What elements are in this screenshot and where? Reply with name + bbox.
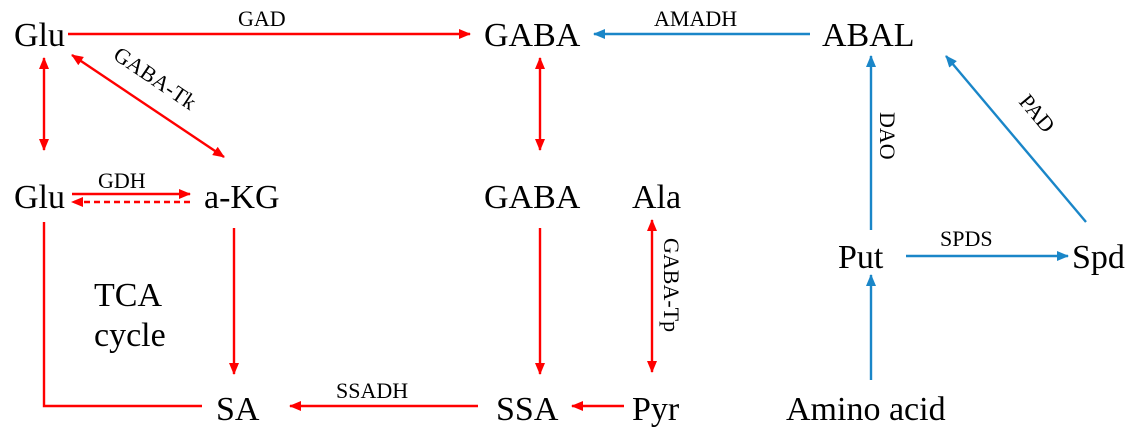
enzyme-spds: SPDS xyxy=(940,226,993,251)
line-glu-to-sa xyxy=(42,222,202,408)
enzyme-gaba-tp: GABA-Tp xyxy=(659,238,684,332)
node-pyr: Pyr xyxy=(632,391,680,428)
enzyme-amadh: AMADH xyxy=(654,6,737,31)
enzyme-gad: GAD xyxy=(238,6,286,31)
enzyme-dao: DAO xyxy=(875,112,900,160)
node-amino-acid: Amino acid xyxy=(786,391,946,428)
enzyme-gdh: GDH xyxy=(98,168,146,193)
enzyme-pad: PAD xyxy=(1014,89,1060,137)
enzyme-ssadh: SSADH xyxy=(336,378,408,403)
enzyme-gaba-tk: GABA-Tk xyxy=(109,41,201,114)
node-tca-line1: TCA xyxy=(94,277,162,314)
arrow-glu-gaba-tk-akg xyxy=(71,54,225,158)
node-ala: Ala xyxy=(632,179,681,216)
node-akg: a-KG xyxy=(204,179,280,216)
node-gaba-mid: GABA xyxy=(484,179,581,216)
node-tca-line2: cycle xyxy=(94,317,166,354)
node-abal: ABAL xyxy=(822,17,915,54)
node-gaba-top: GABA xyxy=(484,17,581,54)
node-glu-mid: Glu xyxy=(14,179,65,216)
node-put: Put xyxy=(838,239,884,276)
node-sa: SA xyxy=(216,391,260,428)
node-glu-top: Glu xyxy=(14,17,65,54)
arrow-spd-to-abal xyxy=(945,55,1087,223)
node-ssa: SSA xyxy=(496,391,559,428)
node-spd: Spd xyxy=(1072,239,1125,276)
